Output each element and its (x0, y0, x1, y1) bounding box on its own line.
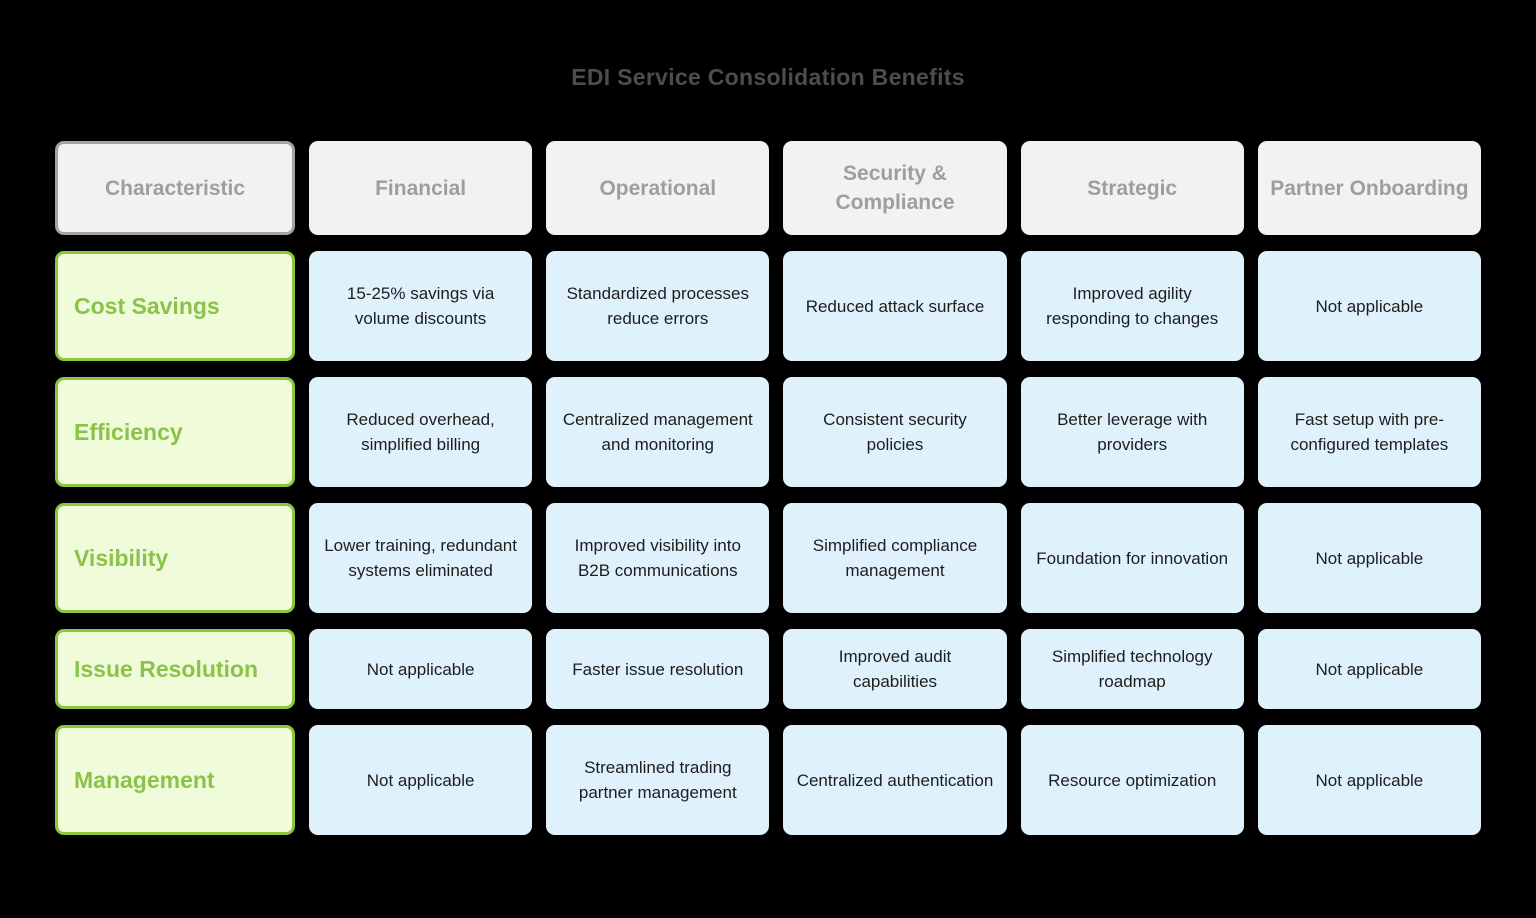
row-label-efficiency: Efficiency (55, 377, 295, 487)
cell-management-partner: Not applicable (1257, 725, 1481, 835)
cell-visibility-partner: Not applicable (1257, 503, 1481, 613)
page-title: EDI Service Consolidation Benefits (571, 64, 965, 90)
cell-issue-resolution-strategic: Simplified technology roadmap (1020, 629, 1244, 709)
cell-efficiency-financial: Reduced overhead, simplified billing (309, 377, 533, 487)
cell-visibility-strategic: Foundation for innovation (1020, 503, 1244, 613)
cell-issue-resolution-operational: Faster issue resolution (546, 629, 770, 709)
cell-cost-savings-strategic: Improved agility responding to changes (1020, 251, 1244, 361)
cell-management-strategic: Resource optimization (1020, 725, 1244, 835)
cell-efficiency-partner: Fast setup with pre-configured templates (1257, 377, 1481, 487)
cell-cost-savings-financial: 15-25% savings via volume discounts (309, 251, 533, 361)
cell-visibility-security: Simplified compliance management (783, 503, 1007, 613)
row-label-management: Management (55, 725, 295, 835)
cell-cost-savings-operational: Standardized processes reduce errors (546, 251, 770, 361)
cell-efficiency-security: Consistent security policies (783, 377, 1007, 487)
cell-management-security: Centralized authentication (783, 725, 1007, 835)
benefits-matrix: Characteristic Financial Operational Sec… (55, 141, 1481, 835)
cell-management-operational: Streamlined trading partner management (546, 725, 770, 835)
cell-issue-resolution-partner: Not applicable (1257, 629, 1481, 709)
cell-management-financial: Not applicable (309, 725, 533, 835)
cell-issue-resolution-financial: Not applicable (309, 629, 533, 709)
cell-cost-savings-partner: Not applicable (1257, 251, 1481, 361)
row-label-issue-resolution: Issue Resolution (55, 629, 295, 709)
row-label-cost-savings: Cost Savings (55, 251, 295, 361)
column-header-characteristic: Characteristic (55, 141, 295, 235)
cell-cost-savings-security: Reduced attack surface (783, 251, 1007, 361)
cell-visibility-operational: Improved visibility into B2B communicati… (546, 503, 770, 613)
column-header-strategic: Strategic (1020, 141, 1244, 235)
cell-visibility-financial: Lower training, redundant systems elimin… (309, 503, 533, 613)
row-label-visibility: Visibility (55, 503, 295, 613)
cell-efficiency-operational: Centralized management and monitoring (546, 377, 770, 487)
column-header-security-compliance: Security & Compliance (783, 141, 1007, 235)
column-header-partner-onboarding: Partner Onboarding (1257, 141, 1481, 235)
cell-efficiency-strategic: Better leverage with providers (1020, 377, 1244, 487)
column-header-financial: Financial (309, 141, 533, 235)
column-header-operational: Operational (546, 141, 770, 235)
cell-issue-resolution-security: Improved audit capabilities (783, 629, 1007, 709)
